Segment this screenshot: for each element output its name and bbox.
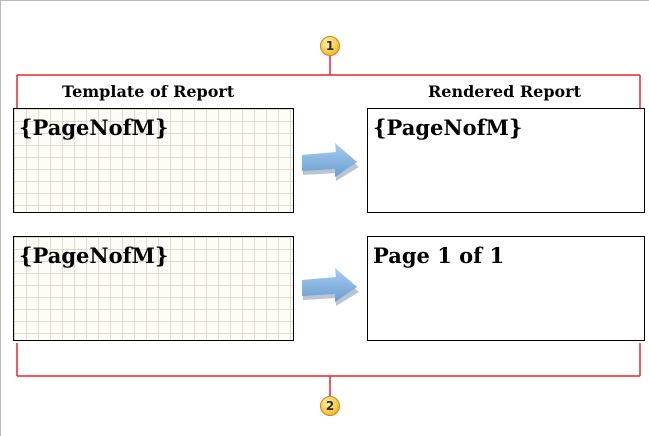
template-header: Template of Report	[62, 82, 235, 101]
rendered-header: Rendered Report	[428, 82, 581, 101]
rendered-box-bottom-text: Page 1 of 1	[373, 243, 505, 268]
arrow-right-icon	[302, 268, 359, 306]
template-box-bottom: {PageNofM}	[13, 236, 294, 341]
rendered-box-top: {PageNofM}	[367, 108, 645, 213]
template-box-top: {PageNofM}	[13, 108, 294, 213]
template-box-bottom-text: {PageNofM}	[19, 243, 169, 268]
rendered-box-bottom: Page 1 of 1	[367, 236, 645, 341]
callout-1-label: 1	[325, 39, 335, 53]
arrow-right-icon	[302, 143, 359, 181]
rendered-box-top-text: {PageNofM}	[373, 115, 523, 140]
callout-1: 1	[320, 36, 340, 56]
callout-2: 2	[320, 396, 340, 416]
template-box-top-text: {PageNofM}	[19, 115, 169, 140]
callout-2-label: 2	[325, 399, 335, 413]
